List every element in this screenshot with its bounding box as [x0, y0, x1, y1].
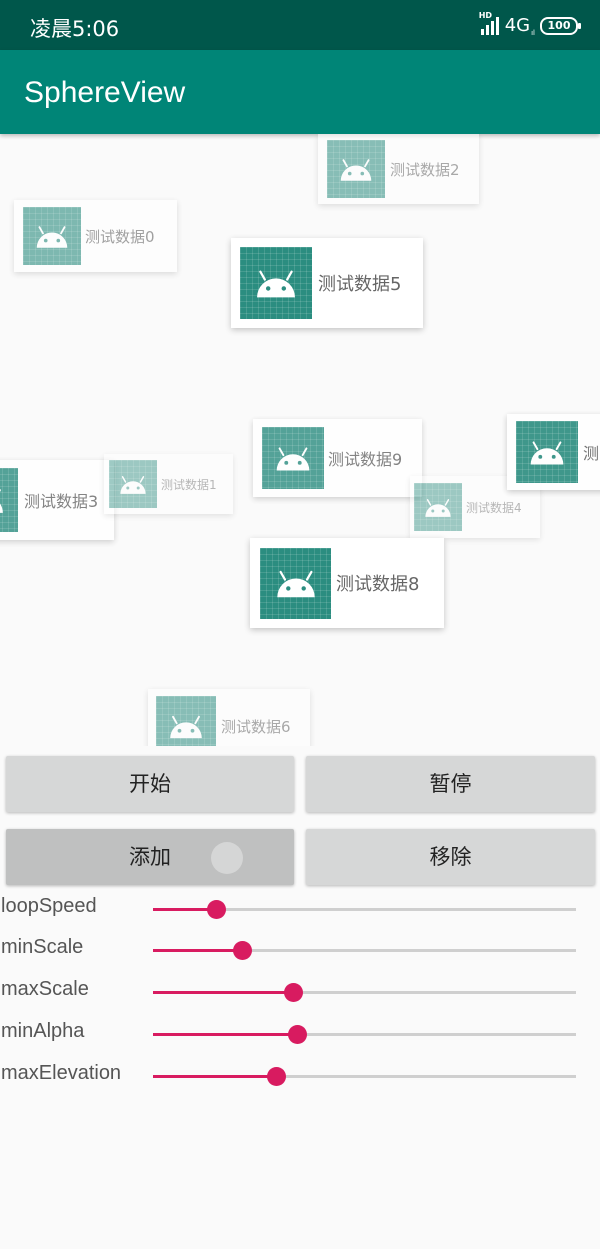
slider-track[interactable] [153, 983, 576, 1002]
slider-thumb[interactable] [287, 1025, 307, 1044]
slider-thumb[interactable] [266, 1067, 286, 1086]
sphere-tag[interactable]: 测 [507, 414, 600, 490]
slider-label: loopSpeed [1, 895, 97, 917]
sphere-tag-label: 测试数据1 [161, 477, 217, 492]
slider-min-scale: minScale [0, 936, 600, 966]
slider-max-elevation: maxElevation [0, 1062, 600, 1092]
signal-icon: HD [479, 11, 499, 35]
sphere-tag-label: 测试数据4 [466, 500, 522, 515]
android-icon [260, 547, 331, 619]
slider-label: maxElevation [1, 1062, 122, 1084]
sphere-tag-label: 测试数据2 [390, 160, 460, 179]
sphere-tag-label: 测试数据0 [85, 227, 155, 246]
network-activity: ıl [531, 29, 535, 38]
slider-label: maxScale [1, 978, 89, 1000]
slider-track[interactable] [153, 900, 576, 919]
slider-label: minAlpha [1, 1020, 85, 1042]
status-time: 凌晨5:06 [30, 17, 120, 41]
sphere-tag[interactable]: 测试数据0 [14, 200, 177, 272]
sphere-tag-label: 测 [583, 444, 600, 463]
sphere-tag[interactable]: 测试数据2 [318, 134, 479, 204]
slider-thumb[interactable] [207, 900, 227, 919]
battery-icon: 100 [540, 17, 581, 35]
sphere-tag[interactable]: 测试数据6 [148, 689, 310, 746]
slider-thumb[interactable] [232, 941, 252, 960]
android-icon [327, 140, 385, 198]
network-type: 4Gıl [504, 14, 535, 38]
sphere-tag-label: 测试数据6 [221, 717, 291, 736]
android-icon [23, 207, 81, 265]
android-icon [0, 468, 18, 532]
slider-loop-speed: loopSpeed [0, 895, 600, 925]
add-button-label: 添加 [129, 845, 171, 869]
sphere-tag[interactable]: 测试数据8 [250, 538, 444, 628]
sphere-tag[interactable]: 测试数据5 [231, 238, 423, 328]
android-icon [414, 483, 462, 531]
start-button[interactable]: 开始 [6, 756, 294, 812]
slider-fill [153, 1075, 276, 1078]
slider-fill [153, 991, 293, 994]
sphere-tag[interactable]: 测试数据3 [0, 460, 114, 540]
status-bar: 凌晨5:06 HD 4Gıl 100 [0, 0, 600, 50]
sphere-tag-label: 测试数据3 [24, 492, 99, 511]
sphere-tag[interactable]: 测试数据1 [104, 454, 233, 514]
android-icon [156, 696, 216, 746]
slider-max-scale: maxScale [0, 978, 600, 1008]
app-bar: SphereView [0, 50, 600, 134]
touch-ripple [211, 842, 243, 874]
status-icons: HD 4Gıl 100 [479, 11, 581, 38]
pause-button[interactable]: 暂停 [306, 756, 595, 812]
slider-fill [153, 1033, 297, 1036]
sphere-tag-label: 测试数据8 [336, 574, 420, 595]
android-icon [516, 421, 578, 483]
android-icon [262, 427, 324, 489]
sphere-view[interactable]: 测试数据2 测试数据0 测试数据5 测试数据9 测试数据3 测试数据1 测试数据… [0, 134, 600, 746]
app-title: SphereView [24, 76, 186, 109]
sphere-tag-label: 测试数据9 [328, 450, 403, 469]
slider-thumb[interactable] [283, 983, 303, 1002]
slider-track[interactable] [153, 1067, 576, 1086]
sphere-tag-label: 测试数据5 [318, 274, 402, 295]
slider-min-alpha: minAlpha [0, 1020, 600, 1050]
slider-fill [153, 949, 242, 952]
android-icon [240, 247, 312, 319]
android-icon [109, 460, 157, 508]
slider-fill [153, 908, 217, 911]
slider-label: minScale [1, 936, 84, 958]
slider-track[interactable] [153, 1025, 576, 1044]
add-button[interactable]: 添加 [6, 829, 294, 885]
hd-badge: HD [478, 11, 493, 20]
slider-track[interactable] [153, 941, 576, 960]
sphere-tag[interactable]: 测试数据9 [253, 419, 422, 497]
remove-button[interactable]: 移除 [306, 829, 595, 885]
